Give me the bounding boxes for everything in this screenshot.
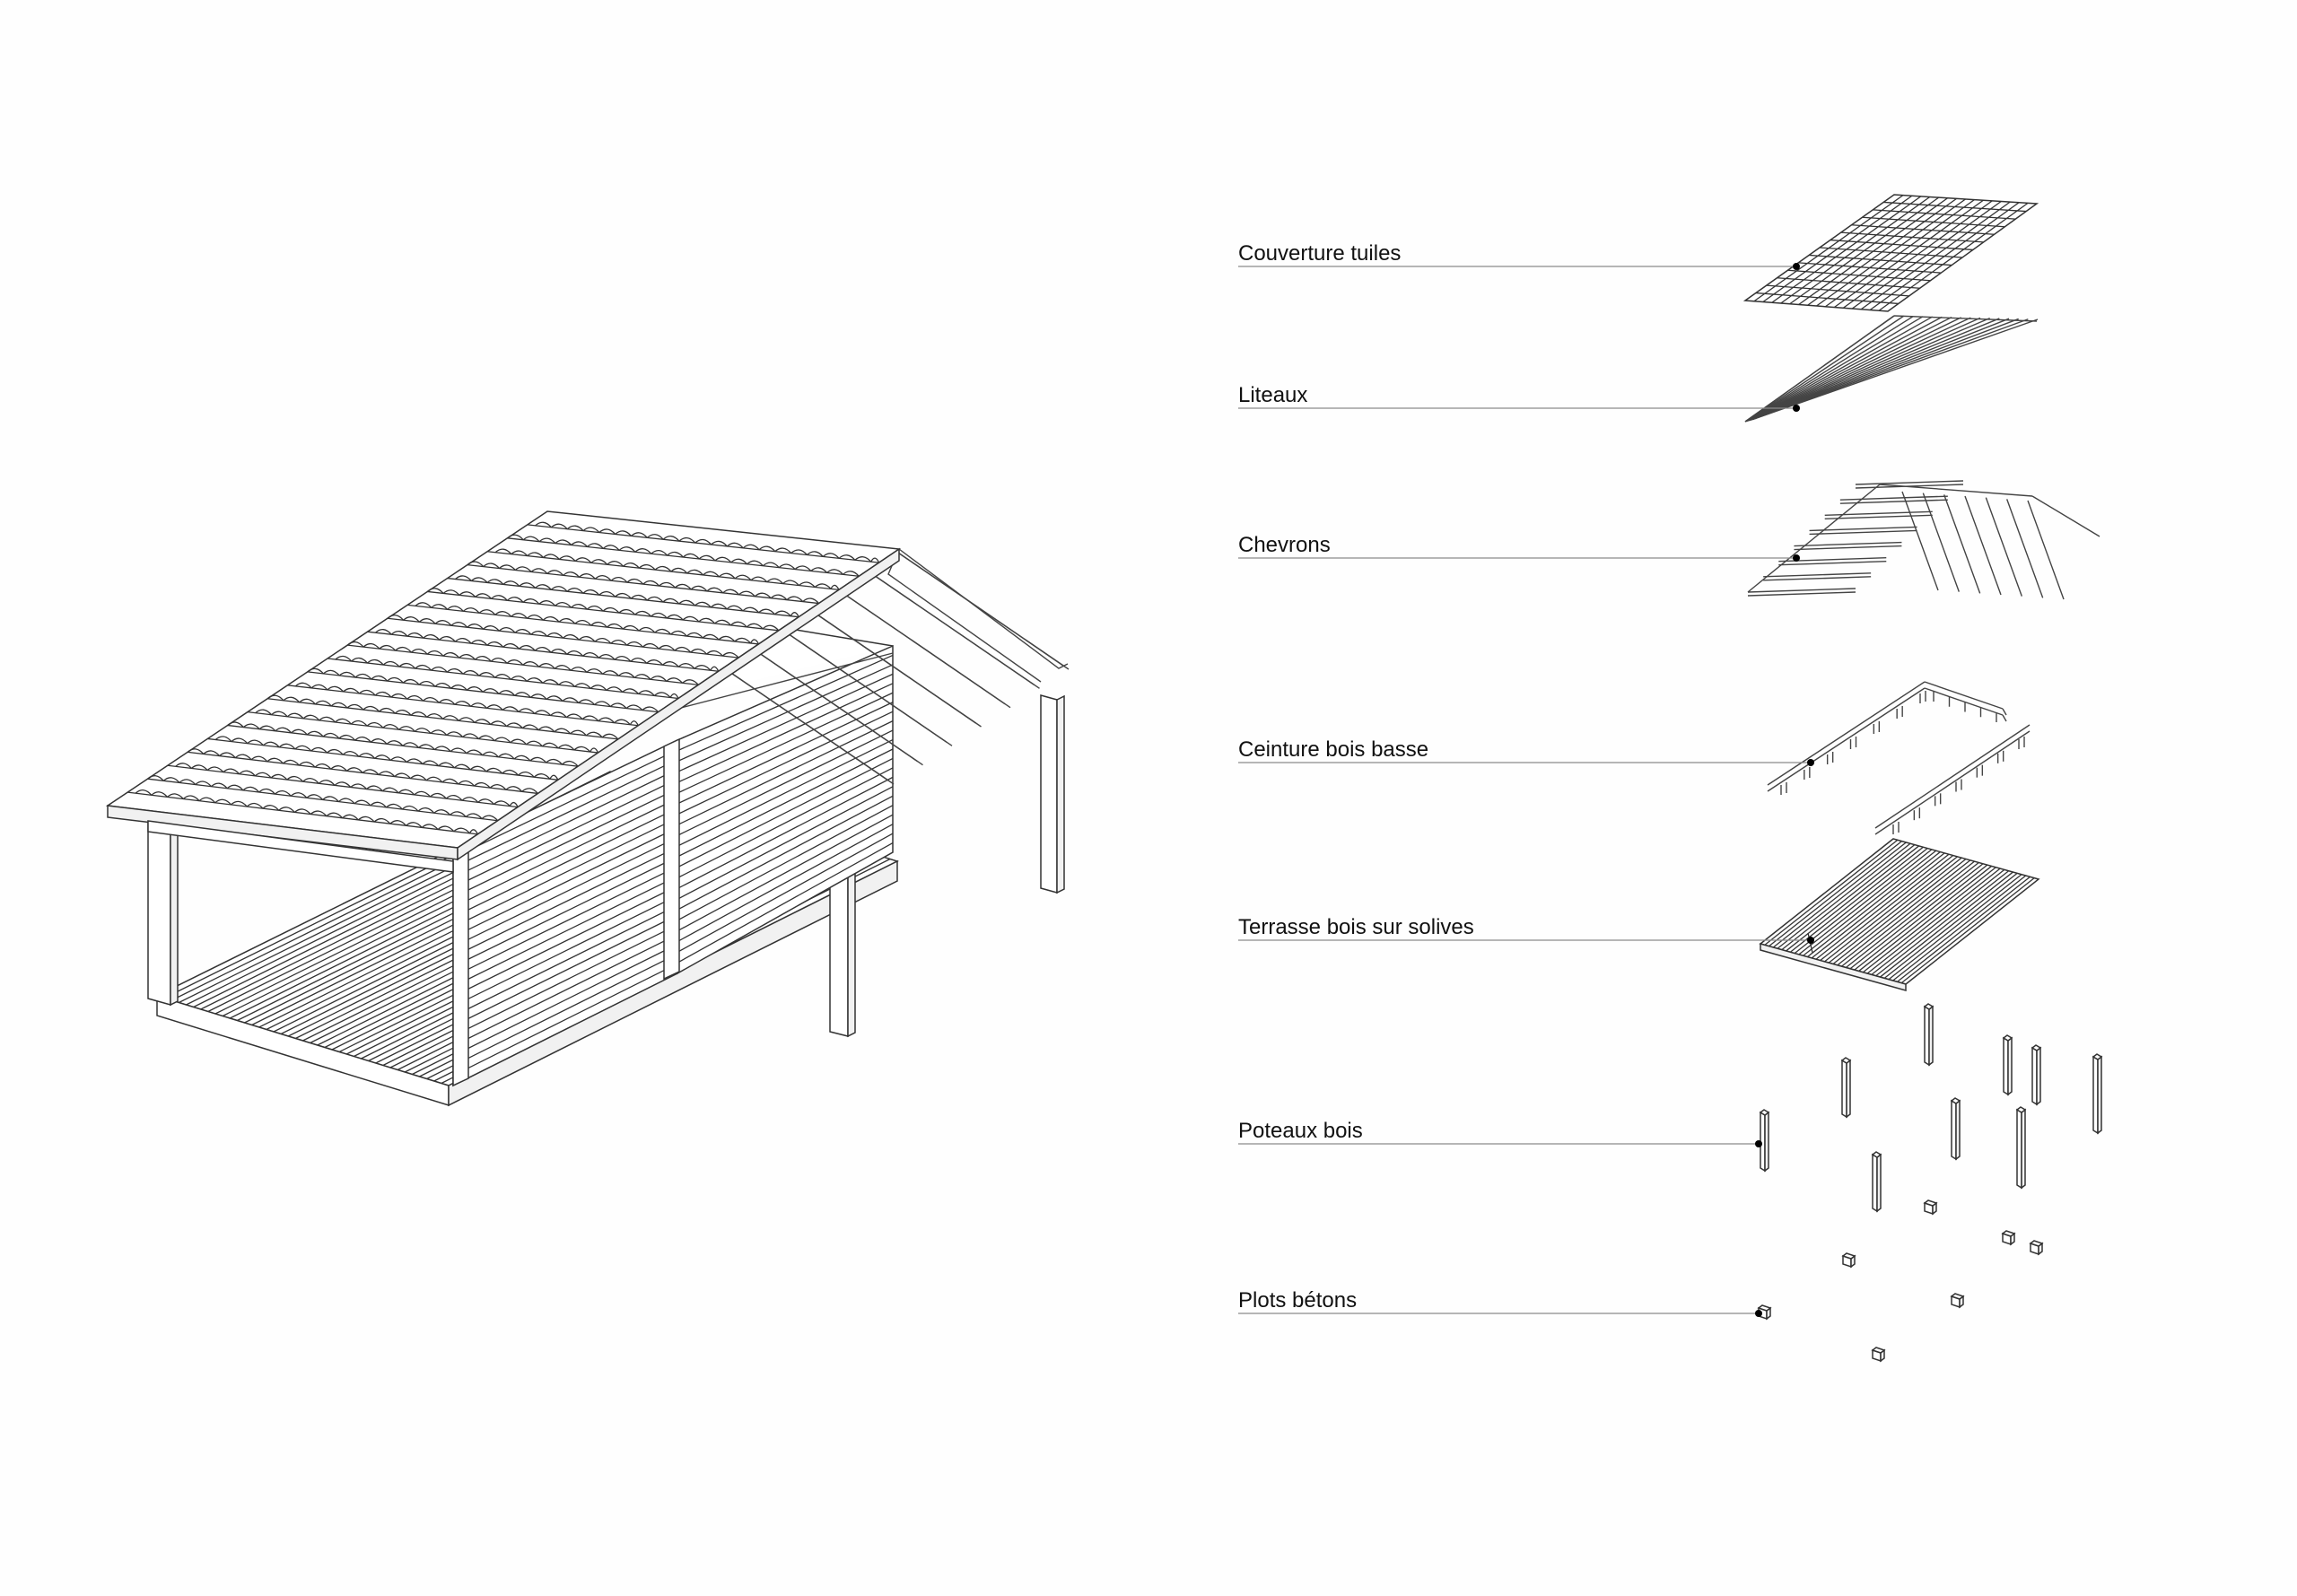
label-liteaux: Liteaux <box>1238 383 1307 407</box>
concrete-pads <box>1757 1199 2044 1363</box>
component-chevrons: Chevrons <box>1238 480 2100 600</box>
label-plots-betons: Plots bétons <box>1238 1288 1357 1313</box>
component-terrasse-bois: Terrasse bois sur solives <box>1238 838 2040 991</box>
post-back-right <box>1040 694 1058 894</box>
label-ceinture-bois-basse: Ceinture bois basse <box>1238 737 1428 762</box>
timber-posts <box>1759 1003 2103 1213</box>
component-plots-betons: Plots bétons <box>1238 1199 2044 1363</box>
label-couverture-tuiles: Couverture tuiles <box>1238 241 1401 266</box>
low-timber-belt <box>1767 681 2031 835</box>
post-front-left <box>147 811 171 1006</box>
component-ceinture-bois-basse: Ceinture bois basse <box>1238 681 2031 835</box>
component-poteaux-bois: Poteaux bois <box>1238 1003 2103 1213</box>
rafters <box>1747 480 2100 600</box>
assembled-pavilion-drawing <box>105 510 1070 1107</box>
exposed-rafters <box>717 548 1070 785</box>
component-couverture-tuiles: Couverture tuiles <box>1238 194 2039 312</box>
component-liteaux: Liteaux <box>1238 315 2039 423</box>
label-poteaux-bois: Poteaux bois <box>1238 1119 1363 1143</box>
label-chevrons: Chevrons <box>1238 533 1331 557</box>
battens <box>1744 315 2039 423</box>
label-terrasse-bois-sur-solives: Terrasse bois sur solives <box>1238 915 1474 939</box>
